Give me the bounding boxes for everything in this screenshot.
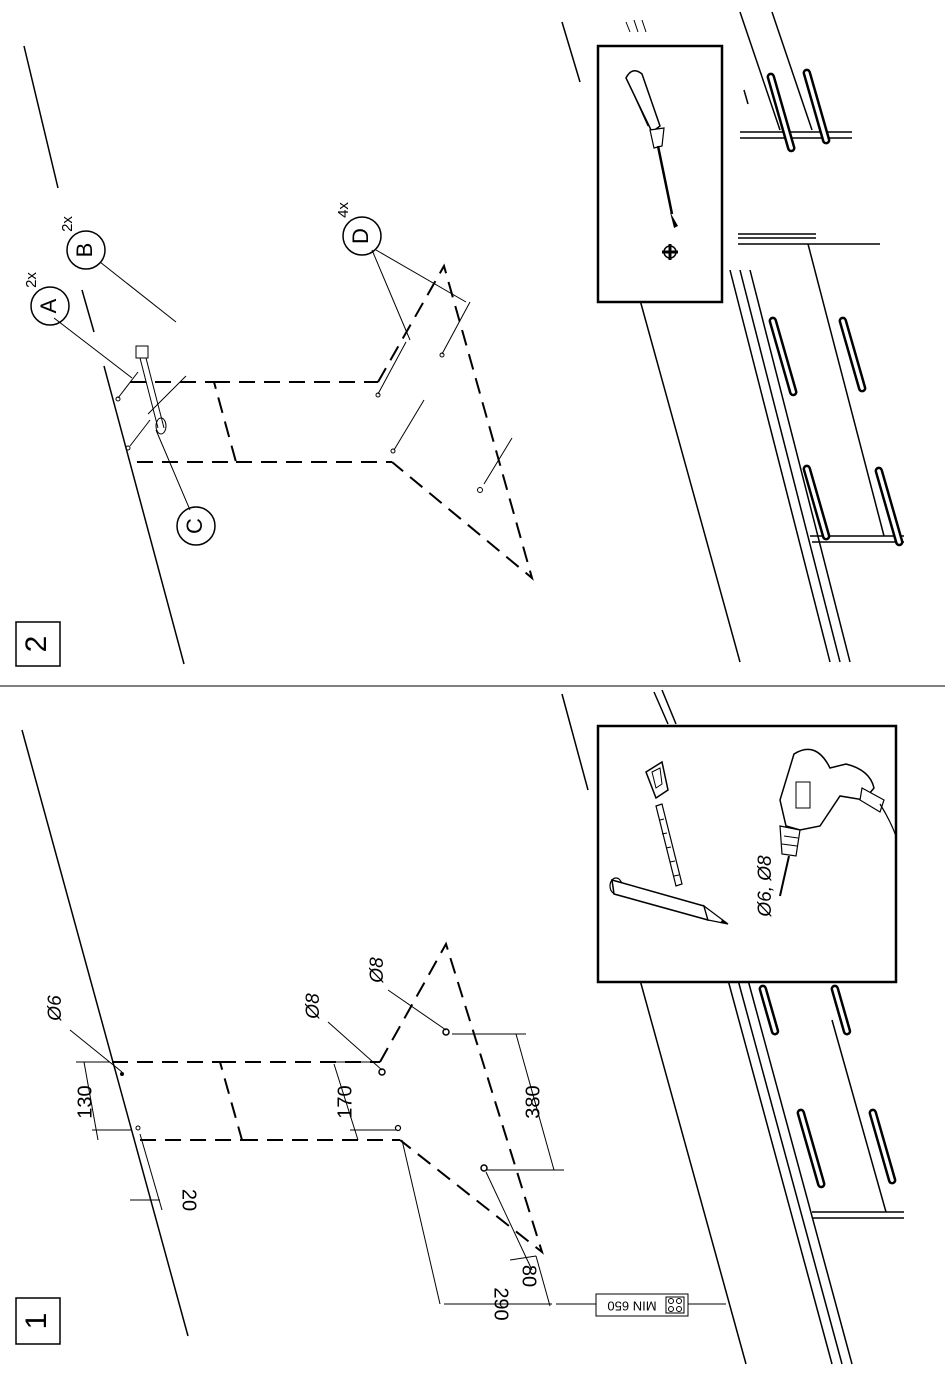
mounting-bracket-icon xyxy=(126,346,186,450)
dimension-lines xyxy=(76,1034,726,1306)
ceiling-line xyxy=(104,366,184,664)
part-callout-c: C xyxy=(177,507,215,545)
svg-text:2x: 2x xyxy=(23,272,40,288)
drill-holes xyxy=(120,1029,487,1171)
hole-label-d8: Ø8 xyxy=(303,993,324,1020)
min-distance-label: MIN 650 xyxy=(596,1294,688,1316)
step-2-number-box: 2 xyxy=(16,622,60,666)
dim-80: 80 xyxy=(518,1265,540,1287)
svg-text:B: B xyxy=(72,243,97,258)
tool-box-screwdriver xyxy=(598,46,722,302)
part-callout-d: D 4x xyxy=(335,202,381,255)
part-callout-a: A 2x xyxy=(23,272,69,325)
drill-bit-label: Ø6, Ø8 xyxy=(755,855,776,918)
dim-380: 380 xyxy=(522,1085,544,1118)
svg-text:4x: 4x xyxy=(335,202,352,218)
dim-20: 20 xyxy=(178,1189,200,1211)
step-2-number: 2 xyxy=(20,636,53,653)
ceiling-line xyxy=(24,46,58,188)
hole-label-d6: Ø6 xyxy=(45,995,66,1022)
svg-text:A: A xyxy=(36,298,61,313)
step-1-number-box: 1 xyxy=(16,1298,60,1344)
step-1-number: 1 xyxy=(20,1313,53,1330)
step-2-panel: 2 xyxy=(16,12,904,666)
hole-label-d8: Ø8 xyxy=(367,957,388,984)
dim-170: 170 xyxy=(334,1085,356,1118)
step-1-panel: 1 xyxy=(16,690,904,1364)
svg-text:2x: 2x xyxy=(59,216,76,232)
ceiling-line xyxy=(22,730,188,1336)
part-callout-b: B 2x xyxy=(59,216,105,269)
hood-outline xyxy=(112,944,542,1252)
svg-text:D: D xyxy=(348,228,373,244)
tool-box-measuring: Ø6, Ø8 xyxy=(598,726,896,982)
svg-text:MIN 650: MIN 650 xyxy=(607,1299,656,1314)
screw-group xyxy=(116,302,512,493)
svg-text:C: C xyxy=(182,518,207,534)
ceiling-line xyxy=(82,290,94,332)
dim-130: 130 xyxy=(74,1085,96,1118)
dim-290: 290 xyxy=(490,1287,512,1320)
cooker-icon xyxy=(666,1297,684,1313)
